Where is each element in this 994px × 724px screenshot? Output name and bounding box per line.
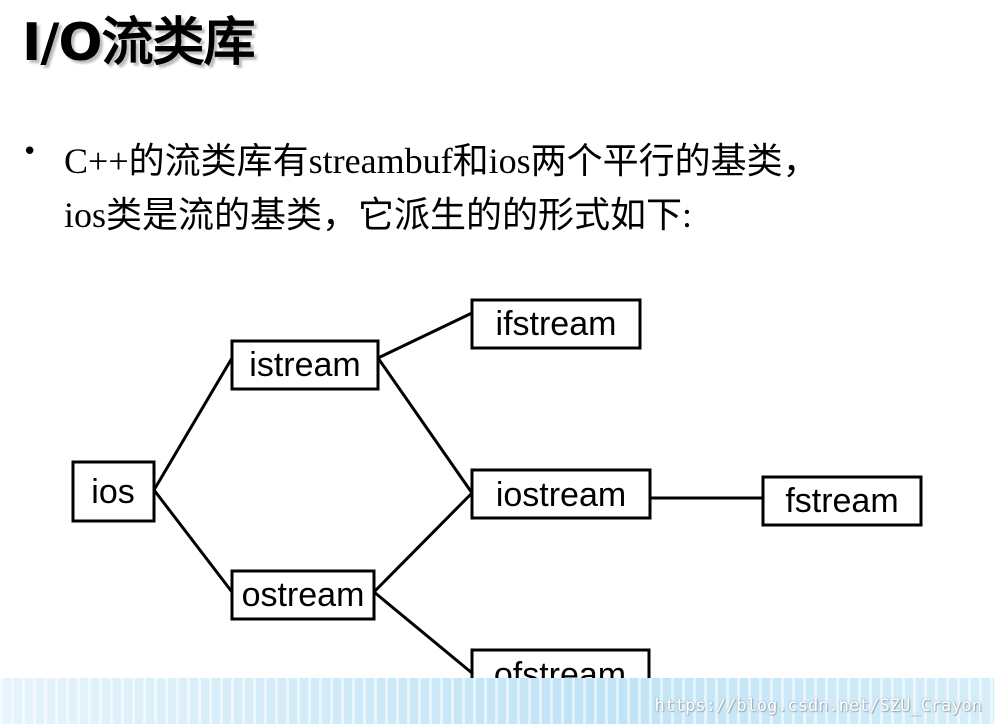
bullet-point-icon: • [22,137,38,167]
edge-istream-iostream [376,357,474,494]
node-ifstream: ifstream [470,298,642,350]
edges [152,311,763,675]
body-text-line-2: ios类是流的基类，它派生的的形式如下: [64,195,693,235]
node-label-ios: ios [91,473,134,511]
node-label-istream: istream [249,346,360,384]
node-label-ifstream: ifstream [496,305,617,343]
node-istream: istream [230,339,380,391]
edge-ios-ostream [152,489,234,593]
node-label-ostream: ostream [242,576,365,614]
footer-decoration [0,678,994,724]
node-ios: ios [71,460,156,523]
edge-ostream-iostream [372,491,474,594]
node-label-fstream: fstream [785,482,898,520]
edge-ios-istream [152,357,234,491]
edge-ostream-ofstream [373,590,473,675]
node-ostream: ostream [230,569,376,621]
node-fstream: fstream [761,475,923,527]
node-iostream: iostream [470,468,652,520]
edge-istream-ifstream [377,311,473,360]
slide-title: I/O流类库 [22,13,256,73]
node-label-iostream: iostream [496,476,626,514]
watermark-text: https://blog.csdn.net/SZU_Crayon [654,696,982,716]
body-text-line-1: C++的流类库有streambuf和ios两个平行的基类， [64,141,819,181]
